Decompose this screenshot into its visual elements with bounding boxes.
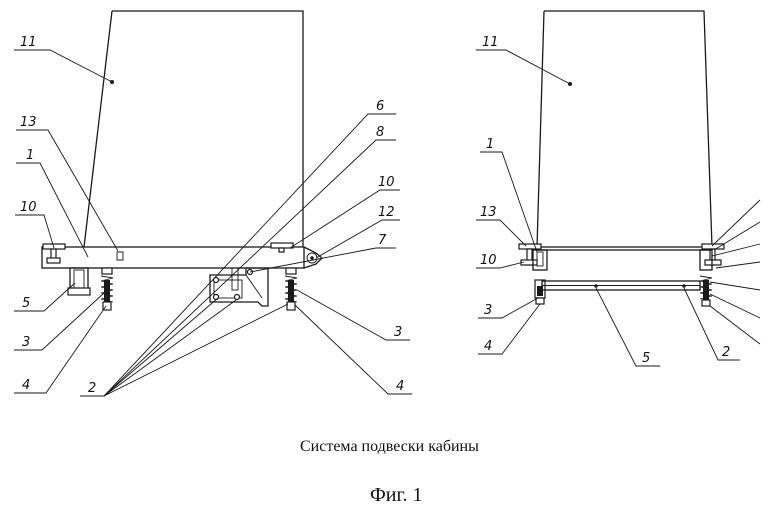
label-8: 8 xyxy=(376,125,384,140)
label-2-left: 2 xyxy=(88,381,96,396)
label-4-left: 4 xyxy=(22,378,30,393)
label-6: 6 xyxy=(376,99,384,114)
frame-beam-left xyxy=(42,247,304,268)
label-5-right: 5 xyxy=(642,351,650,366)
hanger-left xyxy=(519,244,547,304)
label-11-left: 11 xyxy=(20,35,37,50)
mount-top-right xyxy=(271,243,293,248)
label-12: 12 xyxy=(378,205,395,220)
label-3-right: 3 xyxy=(394,325,402,340)
label-13-left: 13 xyxy=(20,115,37,130)
right-view: 11 1 13 10 3 4 5 2 xyxy=(476,11,760,366)
label-3-right-view: 3 xyxy=(484,303,492,318)
label-1-left: 1 xyxy=(26,148,34,163)
cabin-body-left xyxy=(84,11,303,247)
figure-caption: Система подвески кабины xyxy=(300,438,479,456)
label-13-right: 13 xyxy=(480,205,497,220)
label-4-right-view: 4 xyxy=(484,339,492,354)
cabin-body-right xyxy=(537,11,712,247)
figure-label: Фиг. 1 xyxy=(370,484,422,507)
pin-13 xyxy=(117,252,123,260)
floor-plate xyxy=(537,247,712,250)
label-10-right: 10 xyxy=(378,175,395,190)
label-10-left: 10 xyxy=(20,200,37,215)
leader-lines-right xyxy=(476,50,760,366)
spring-strut-right xyxy=(285,268,297,310)
hanger-right xyxy=(700,244,724,306)
left-view: 11 13 1 10 5 3 4 2 6 8 10 12 7 3 4 xyxy=(14,11,412,396)
label-4-right: 4 xyxy=(396,379,404,394)
label-1-right: 1 xyxy=(486,137,494,152)
spring-strut-left xyxy=(101,268,113,310)
leader-lines-left xyxy=(14,50,412,396)
label-11-right: 11 xyxy=(482,35,499,50)
label-10-right-view: 10 xyxy=(480,253,497,268)
label-5-left: 5 xyxy=(22,296,30,311)
label-2-right: 2 xyxy=(722,345,730,360)
label-3-left: 3 xyxy=(22,335,30,350)
label-7: 7 xyxy=(378,233,387,248)
